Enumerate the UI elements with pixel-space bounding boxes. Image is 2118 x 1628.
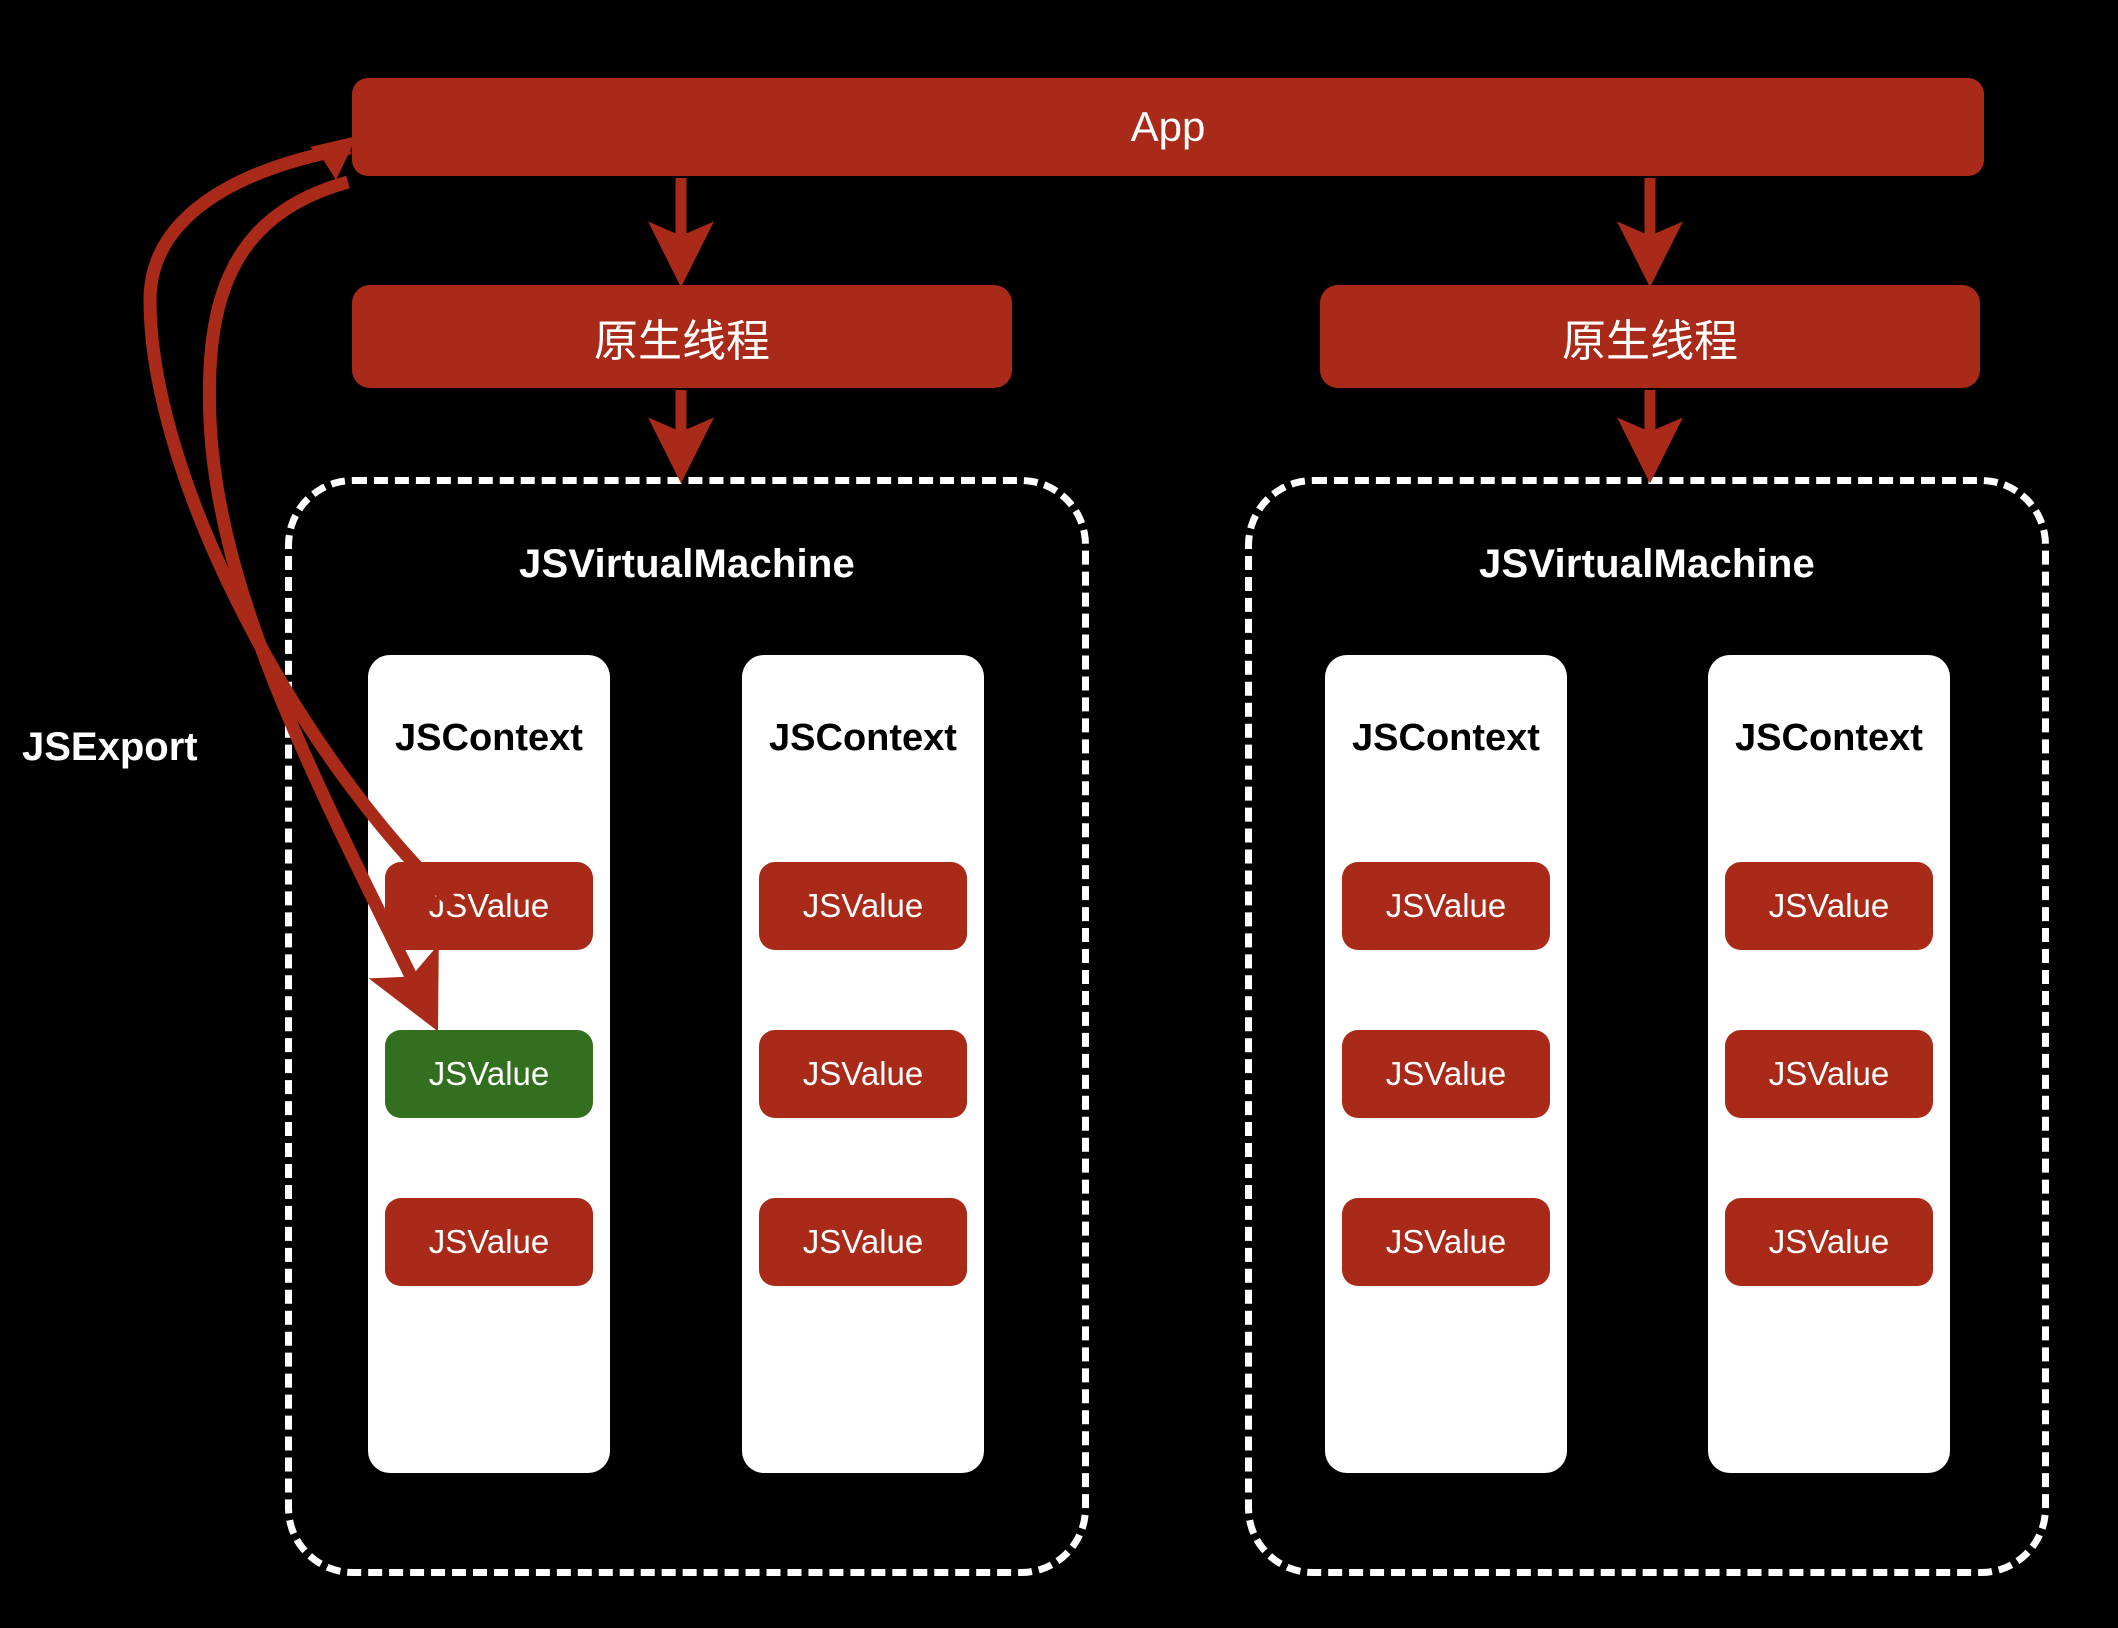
jsvalue-label: JSValue [802, 1055, 924, 1092]
jsvirtualmachine-title: JSVirtualMachine [1479, 542, 1815, 586]
native-thread-box-left[interactable]: 原生线程 [352, 285, 1012, 388]
jsvalue-pill-highlighted[interactable]: JSValue [385, 1030, 593, 1118]
native-thread-box-right[interactable]: 原生线程 [1320, 285, 1980, 388]
arrowhead-into-app [310, 136, 357, 180]
jsvalue-label: JSValue [1385, 1223, 1507, 1260]
jsvalue-pill[interactable]: JSValue [1725, 1198, 1933, 1286]
app-box[interactable]: App [352, 78, 1984, 176]
jsvalue-label: JSValue [1385, 1055, 1507, 1092]
jsexport-label: JSExport [22, 725, 198, 769]
jscontext-title: JSContext [1735, 717, 1923, 759]
jscontext-title: JSContext [769, 717, 957, 759]
jsvalue-label: JSValue [1768, 1055, 1890, 1092]
jsvalue-label: JSValue [428, 887, 550, 924]
jsvalue-label: JSValue [1768, 1223, 1890, 1260]
jsvalue-pill[interactable]: JSValue [1725, 1030, 1933, 1118]
jsvirtualmachine-title: JSVirtualMachine [519, 542, 855, 586]
jsvalue-label: JSValue [428, 1223, 550, 1260]
jscontext-title: JSContext [1352, 717, 1540, 759]
jsvalue-label: JSValue [802, 1223, 924, 1260]
native-thread-label: 原生线程 [594, 316, 770, 366]
jscontext-title: JSContext [395, 717, 583, 759]
jsvalue-pill[interactable]: JSValue [1342, 1030, 1550, 1118]
app-label: App [1130, 103, 1206, 150]
jsvalue-label: JSValue [1768, 887, 1890, 924]
jsvalue-pill[interactable]: JSValue [385, 1198, 593, 1286]
jsvalue-pill[interactable]: JSValue [759, 862, 967, 950]
jsvalue-label: JSValue [428, 1055, 550, 1092]
jsvalue-pill[interactable]: JSValue [1725, 862, 1933, 950]
jsvalue-label: JSValue [802, 887, 924, 924]
jsvalue-pill[interactable]: JSValue [1342, 862, 1550, 950]
jsvalue-pill[interactable]: JSValue [759, 1198, 967, 1286]
jsvalue-pill[interactable]: JSValue [385, 862, 593, 950]
jsvalue-pill[interactable]: JSValue [1342, 1198, 1550, 1286]
jsvalue-label: JSValue [1385, 887, 1507, 924]
native-thread-label: 原生线程 [1562, 316, 1738, 366]
jsvalue-pill[interactable]: JSValue [759, 1030, 967, 1118]
